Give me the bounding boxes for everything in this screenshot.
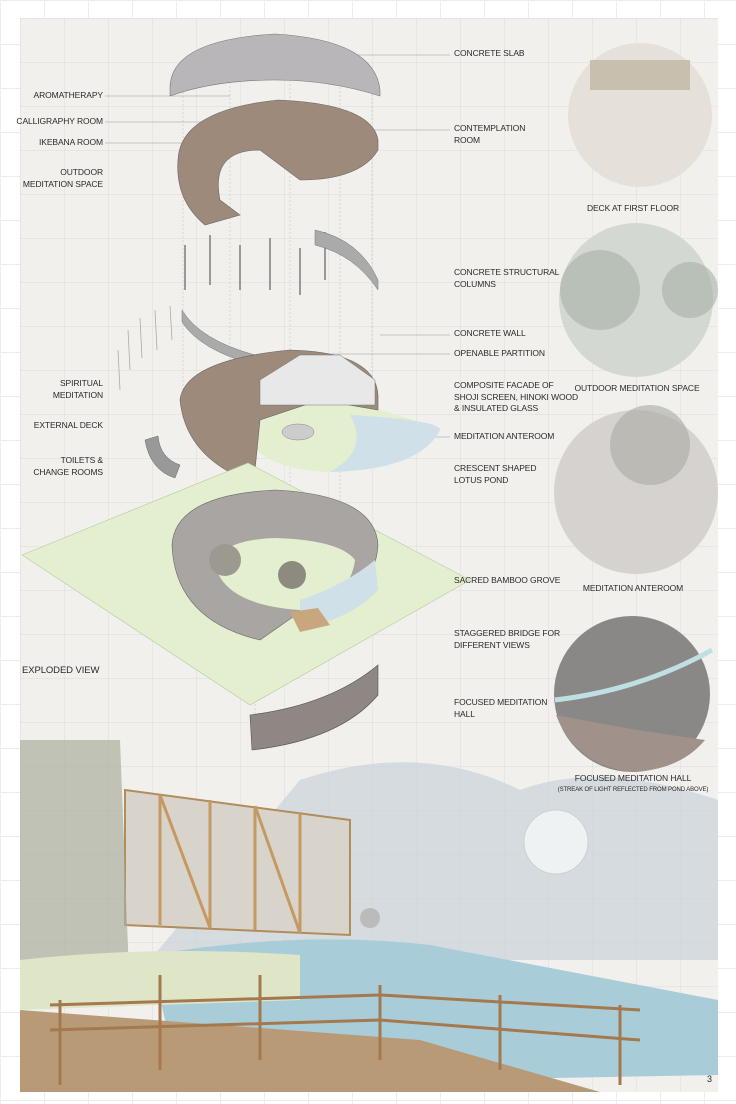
label-structural-columns: CONCRETE STRUCTURAL COLUMNS: [454, 267, 560, 289]
label-staggered-bridge: STAGGERED BRIDGE FOR DIFFERENT VIEWS: [454, 628, 560, 650]
label-ikebana-room: IKEBANA ROOM: [39, 137, 103, 147]
bridge-railing: [49, 975, 641, 1085]
label-lotus-pond: CRESCENT SHAPED LOTUS POND: [454, 463, 537, 485]
toilet-block: [144, 435, 181, 479]
composite-facade: [259, 354, 376, 406]
page-number: 3: [707, 1074, 712, 1084]
label-aromatherapy: AROMATHERAPY: [33, 90, 104, 100]
hand-sculpture: [360, 908, 380, 928]
label-toilets: TOILETS & CHANGE ROOMS: [33, 455, 103, 477]
lotus-pond: [330, 415, 440, 472]
concrete-wall: [314, 229, 379, 291]
label-openable-partition: OPENABLE PARTITION: [454, 348, 545, 358]
label-spiritual-meditation: SPIRITUAL MEDITATION: [52, 378, 103, 400]
label-outdoor-meditation-space: OUTDOOR MEDITATION SPACE: [22, 167, 103, 189]
caption-outdoor-meditation: OUTDOOR MEDITATION SPACE: [574, 383, 700, 393]
caption-anteroom: MEDITATION ANTEROOM: [582, 583, 684, 593]
label-concrete-slab: CONCRETE SLAB: [454, 48, 525, 58]
label-composite-facade: COMPOSITE FACADE OF SHOJI SCREEN, HINOKI…: [454, 380, 579, 413]
label-calligraphy-room: CALLIGRAPHY ROOM: [16, 116, 103, 126]
staggered-bridge: [290, 608, 330, 632]
subcaption-meditation-hall: (STREAK OF LIGHT REFLECTED FROM POND ABO…: [557, 787, 709, 793]
label-focused-meditation-hall: FOCUSED MEDITATION HALL: [454, 697, 548, 719]
label-concrete-wall: CONCRETE WALL: [454, 328, 526, 338]
openable-partition: [117, 305, 173, 391]
caption-meditation-hall: FOCUSED MEDITATION HALL: [574, 773, 692, 783]
label-external-deck: EXTERNAL DECK: [33, 420, 103, 430]
concrete-slab: [169, 33, 381, 97]
label-bamboo-grove: SACRED BAMBOO GROVE: [454, 575, 561, 585]
upper-floor: [177, 99, 379, 226]
focused-meditation-hall: [249, 664, 379, 751]
timber-deck: [20, 1010, 600, 1092]
exploded-view-title: EXPLODED VIEW: [22, 665, 100, 676]
bamboo: [20, 740, 130, 1000]
moon: [523, 809, 589, 875]
caption-deck: DECK AT FIRST FLOOR: [586, 203, 680, 213]
sacred-tree: [278, 561, 306, 589]
structural-columns: [184, 232, 326, 295]
label-contemplation-room: CONTEMPLATION ROOM: [454, 123, 526, 145]
label-meditation-anteroom: MEDITATION ANTEROOM: [454, 431, 555, 441]
perspective-render: [20, 740, 718, 1092]
